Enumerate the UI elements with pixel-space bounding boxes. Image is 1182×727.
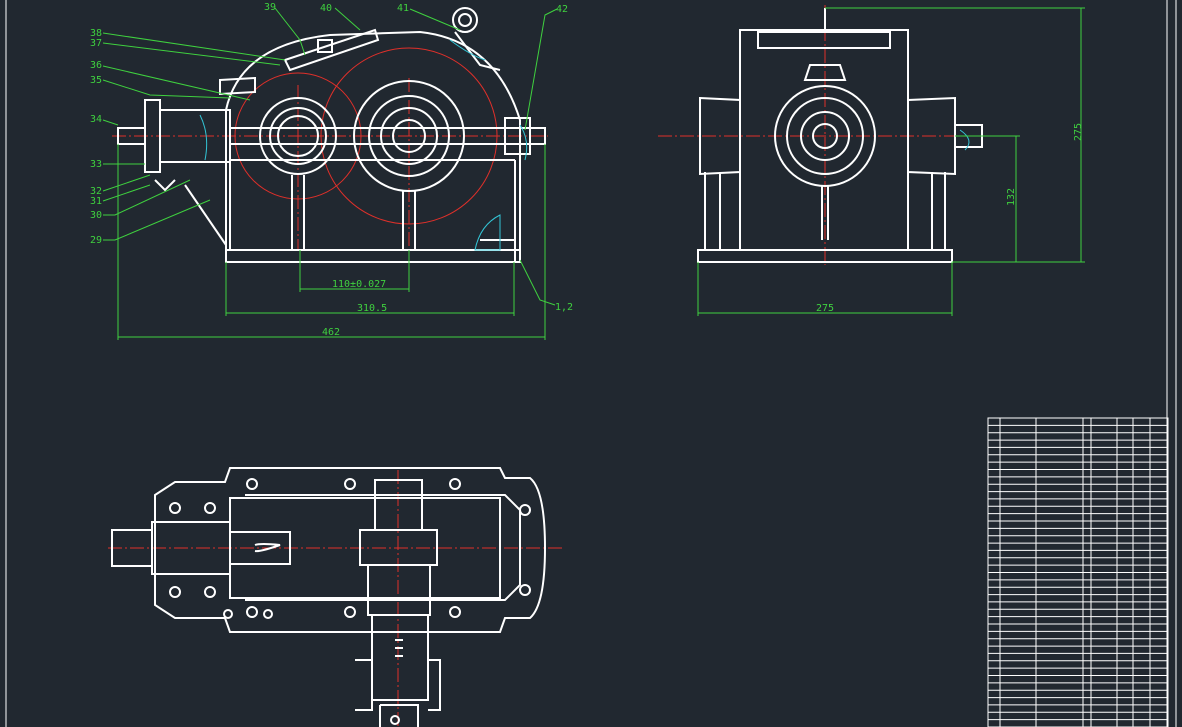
side-dimensions: 275 132 275 [697,7,1085,316]
dim-shaft-height: 132 [1006,188,1017,206]
leader-lines [102,7,558,306]
balloon-32: 32 [90,186,102,197]
balloon-labels: 39 40 41 42 38 37 36 35 34 33 32 31 30 2… [90,2,573,313]
dim-overall-length: 462 [322,327,340,338]
drawing-frame [5,0,1177,727]
dim-side-width: 275 [816,303,834,314]
balloon-29: 29 [90,235,102,246]
parts-list-table [987,417,1169,727]
balloon-34: 34 [90,114,102,125]
balloon-30: 30 [90,210,102,221]
top-view [108,467,565,727]
balloon-42: 42 [556,4,568,15]
side-view: 275 132 275 [658,5,1085,316]
balloon-35: 35 [90,75,102,86]
dim-side-height: 275 [1073,123,1084,141]
balloon-38: 38 [90,28,102,39]
front-view: 39 40 41 42 38 37 36 35 34 33 32 31 30 2… [90,2,573,340]
balloon-1-2: 1,2 [555,302,573,313]
dim-center-distance: 110±0.027 [332,279,386,290]
balloon-41: 41 [397,3,409,14]
balloon-37: 37 [90,38,102,49]
balloon-40: 40 [320,3,332,14]
front-dimensions: 110±0.027 310.5 462 [117,144,546,340]
balloon-31: 31 [90,196,102,207]
balloon-39: 39 [264,2,276,13]
dim-base-length: 310.5 [357,303,387,314]
balloon-33: 33 [90,159,102,170]
bolt-holes [169,478,531,725]
balloon-36: 36 [90,60,102,71]
